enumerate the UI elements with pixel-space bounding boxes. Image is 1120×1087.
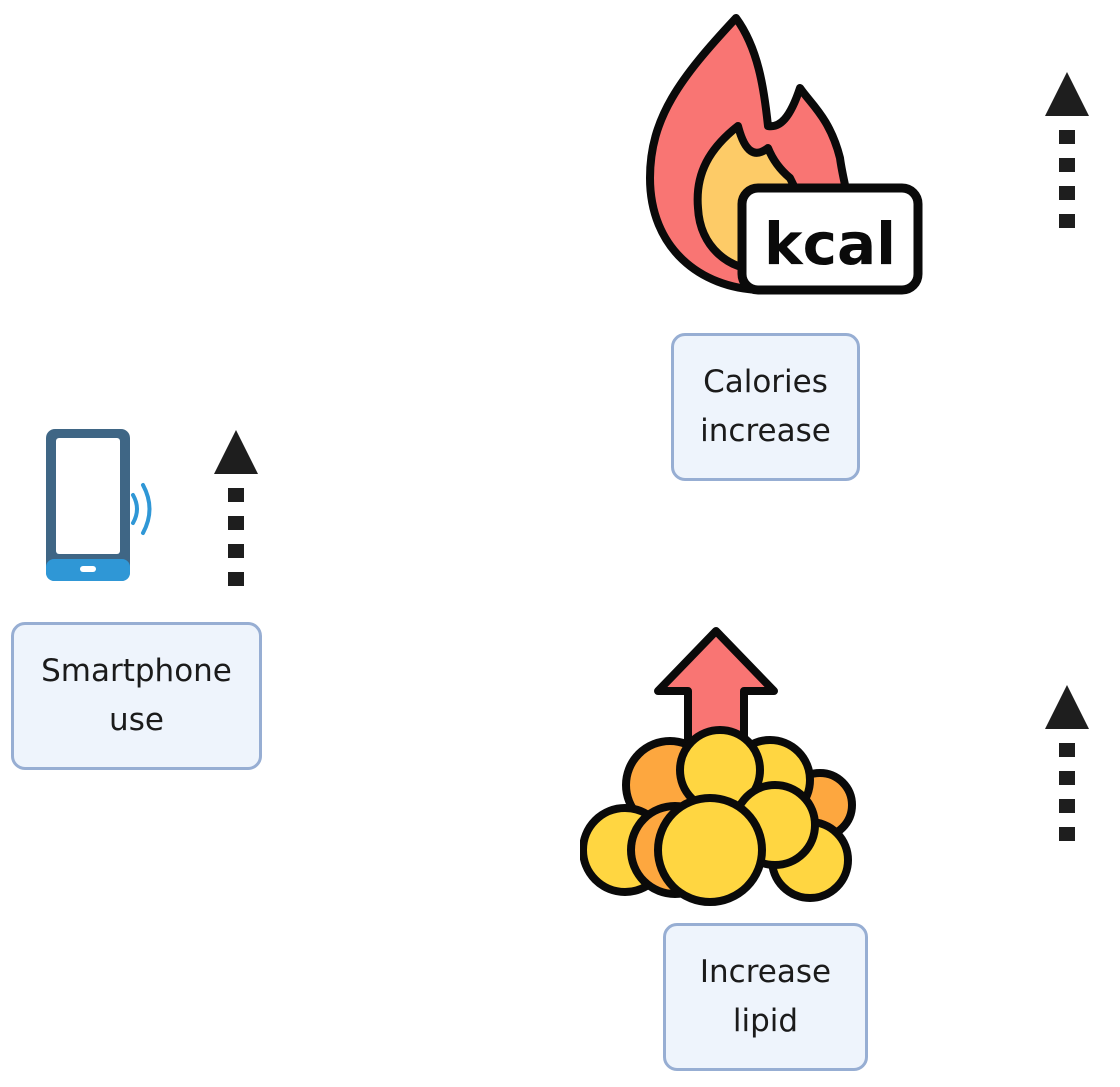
label-line-2: lipid	[732, 1003, 799, 1039]
label-line-1: Calories	[703, 364, 828, 400]
flame-kcal-icon: kcal	[646, 14, 923, 295]
dashed-up-arrow-icon	[214, 430, 258, 586]
label-line-1: Smartphone	[41, 653, 232, 689]
fat-cells-up-arrow-icon	[580, 627, 856, 906]
label-line-2: use	[109, 702, 164, 738]
dashed-up-arrow-icon	[1045, 685, 1089, 841]
increase-lipid-label: Increase lipid	[663, 923, 868, 1071]
dashed-up-arrow-icon	[1045, 72, 1089, 228]
label-line-1: Increase	[699, 954, 832, 990]
calories-increase-label: Calories increase	[671, 333, 860, 481]
smartphone-use-label: Smartphone use	[11, 622, 262, 770]
smartphone-vibrate-icon	[46, 429, 152, 581]
kcal-badge-text: kcal	[764, 210, 896, 278]
label-line-2: increase	[700, 413, 831, 449]
